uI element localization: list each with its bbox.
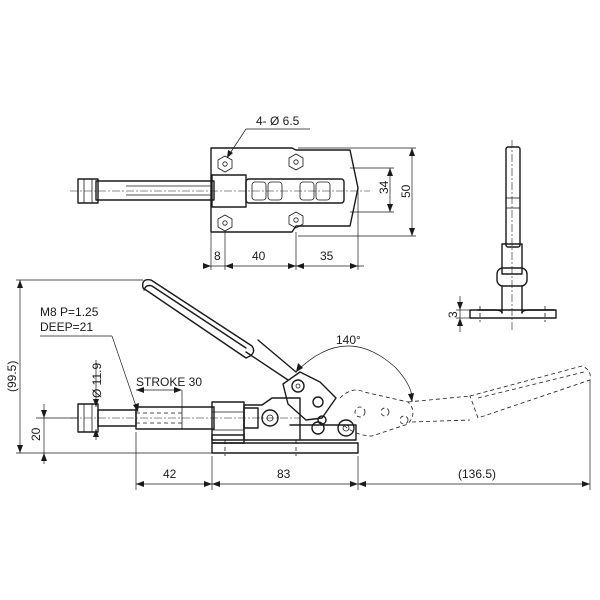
dim-40-label: 40 (252, 249, 266, 263)
rod-dia-label: Ø 11.9 (90, 363, 104, 398)
front-view: 140° (70, 278, 591, 456)
dim-42-label: 42 (163, 467, 177, 481)
mounting-holes (217, 153, 304, 232)
dim-34-label: 34 (377, 180, 391, 194)
top-rod (95, 180, 215, 201)
front-base-plate (211, 442, 359, 454)
deep-label: DEEP=21 (40, 320, 93, 334)
dim-136-5-label: (136.5) (458, 467, 496, 481)
side-link (501, 243, 523, 275)
stroke-label: STROKE 30 (136, 375, 202, 389)
dim-20-label: 20 (29, 427, 43, 441)
side-base-plate (469, 309, 557, 319)
side-view: 3 (446, 140, 557, 332)
angle-label: 140° (336, 333, 361, 347)
front-body (243, 397, 301, 441)
top-base-plate (210, 147, 359, 233)
dim-3-label: 3 (446, 311, 460, 318)
front-handle-clamped (141, 278, 297, 381)
top-view (70, 147, 370, 233)
dim-99-5-label: (99.5) (5, 361, 19, 392)
top-view-dimensions: 4- Ø 6.5 34 50 8 40 35 (203, 114, 416, 270)
front-view-dimensions: (99.5) 20 M8 P=1.25 DEEP=21 Ø 11.9 STROK… (5, 279, 591, 490)
dim-8-label: 8 (214, 249, 221, 263)
dim-50-label: 50 (399, 184, 413, 198)
front-upper-link (282, 371, 337, 421)
dim-35-label: 35 (320, 249, 334, 263)
thread-label: M8 P=1.25 (40, 305, 99, 319)
side-handle-edge (505, 146, 521, 248)
dim-83-label: 83 (277, 467, 291, 481)
side-pivot-block (496, 267, 528, 287)
hole-spec-label: 4- Ø 6.5 (256, 114, 300, 128)
front-handle-released (339, 365, 591, 437)
